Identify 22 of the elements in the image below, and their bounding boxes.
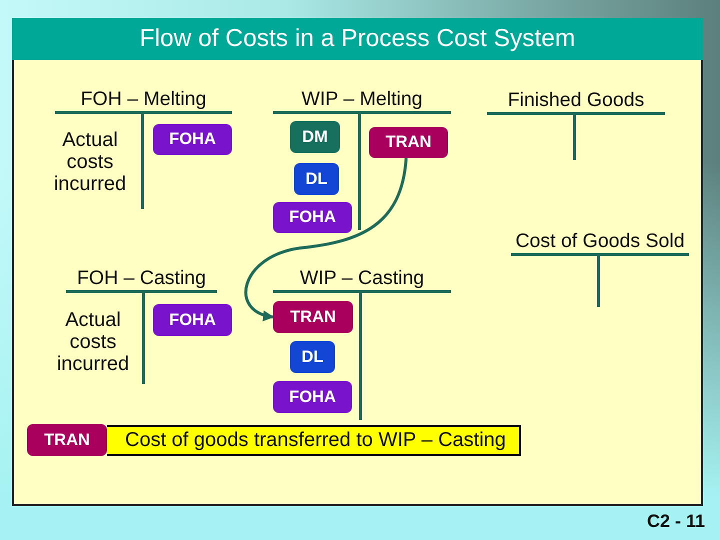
page-number: C2 - 11 (646, 511, 705, 532)
account-title: Finished Goods (508, 89, 644, 111)
slide-title: Flow of Costs in a Process Cost System (12, 18, 703, 60)
account-title: FOH – Casting (77, 267, 206, 289)
account-title: WIP – Casting (300, 267, 424, 289)
legend-definition: Cost of goods transferred to WIP – Casting (107, 425, 521, 456)
transfer-arrow (244, 158, 408, 320)
cost-tag: TRAN (273, 301, 353, 333)
cost-tag: DL (294, 163, 339, 195)
account-note: Actual costs incurred (52, 129, 128, 195)
cost-tag: FOHA (153, 124, 232, 155)
account-title: FOH – Melting (80, 88, 206, 110)
cost-tag: DM (290, 121, 340, 153)
account-title: WIP – Melting (301, 88, 423, 110)
account-note: Actual costs incurred (56, 309, 130, 375)
cost-tag: DL (290, 341, 335, 373)
account-title: Cost of Goods Sold (515, 230, 685, 252)
legend-tag: TRAN (27, 424, 107, 456)
cost-tag: FOHA (273, 202, 352, 233)
cost-tag: FOHA (153, 304, 232, 336)
cost-tag: FOHA (273, 381, 352, 413)
cost-tag: TRAN (369, 127, 448, 158)
